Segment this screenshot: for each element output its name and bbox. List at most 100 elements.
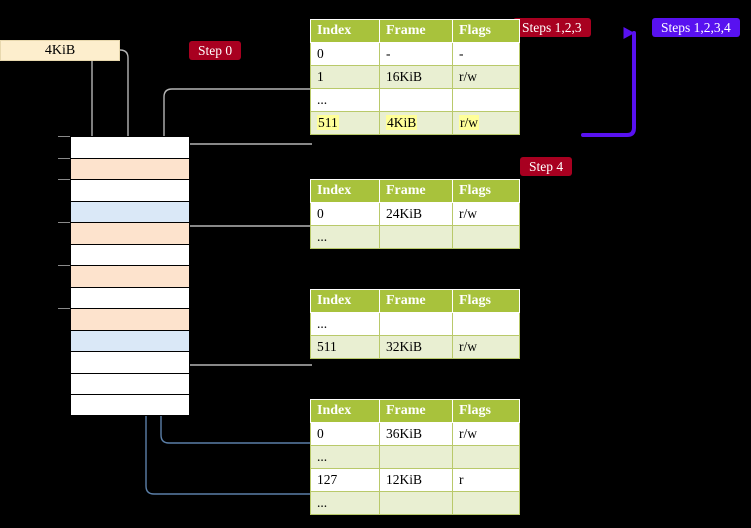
memory-frame-8 xyxy=(70,308,190,330)
wire-l2-row511 xyxy=(172,314,312,366)
cell-frame xyxy=(379,225,453,249)
badge-steps-1234: Steps 1,2,3,4 xyxy=(652,18,740,37)
highlight-mark: 4KiB xyxy=(386,115,418,130)
cell-flags: r/w xyxy=(452,65,520,89)
column-header-index: Index xyxy=(310,399,380,423)
cell-index: 1 xyxy=(310,65,380,89)
cell-index: 0 xyxy=(310,422,380,446)
cell-flags: - xyxy=(452,42,520,66)
wire-l3-row0 xyxy=(178,225,312,268)
column-header-flags: Flags xyxy=(452,19,520,43)
column-header-index: Index xyxy=(310,179,380,203)
table-row: ... xyxy=(310,225,520,249)
cell-frame xyxy=(379,445,453,469)
cell-flags: r/w xyxy=(452,335,520,359)
cell-flags xyxy=(452,88,520,112)
cell-frame xyxy=(379,491,453,515)
cell-index: ... xyxy=(310,88,380,112)
table-header-row: Index Frame Flags xyxy=(310,179,520,203)
table-header-row: Index Frame Flags xyxy=(310,289,520,313)
frame-tick-0 xyxy=(58,136,70,137)
cell-index: ... xyxy=(310,225,380,249)
frame-tick-6 xyxy=(58,265,70,266)
memory-frame-9 xyxy=(70,329,190,351)
column-header-flags: Flags xyxy=(452,179,520,203)
highlight-mark: 511 xyxy=(317,115,339,130)
cell-flags xyxy=(452,491,520,515)
column-header-index: Index xyxy=(310,19,380,43)
cell-frame: 16KiB xyxy=(379,65,453,89)
badge-step-4: Step 4 xyxy=(520,157,573,176)
physical-memory-column xyxy=(58,136,190,416)
cell-index: 0 xyxy=(310,42,380,66)
table-row: ... xyxy=(310,88,520,112)
memory-frame-6 xyxy=(70,265,190,287)
table-row: 0-- xyxy=(310,42,520,66)
cell-frame xyxy=(379,88,453,112)
table-header-row: Index Frame Flags xyxy=(310,399,520,423)
cell-frame: 32KiB xyxy=(379,335,453,359)
memory-frame-7 xyxy=(70,286,190,308)
memory-frame-5 xyxy=(70,243,190,265)
cell-frame xyxy=(379,312,453,336)
cell-index: 0 xyxy=(310,202,380,226)
arrow-steps-1234 xyxy=(581,27,636,137)
memory-frame-10 xyxy=(70,351,190,373)
frame-tick-8 xyxy=(58,308,70,309)
memory-frame-4 xyxy=(70,222,190,244)
table-row: 511 4KiB r/w xyxy=(310,111,520,135)
cell-frame: 12KiB xyxy=(379,468,453,492)
cell-index: 511 xyxy=(310,111,380,135)
frame-tick-4 xyxy=(58,222,70,223)
cell-flags: r xyxy=(452,468,520,492)
memory-frame-12 xyxy=(70,394,190,416)
cell-index: 127 xyxy=(310,468,380,492)
memory-frame-11 xyxy=(70,372,190,394)
memory-frame-0 xyxy=(70,136,190,158)
column-header-frame: Frame xyxy=(379,179,453,203)
cell-index: ... xyxy=(310,445,380,469)
cell-frame: 4KiB xyxy=(379,111,453,135)
frame-tick-2 xyxy=(58,179,70,180)
cell-flags xyxy=(452,445,520,469)
column-header-flags: Flags xyxy=(452,289,520,313)
badge-steps-123: Steps 1,2,3 xyxy=(513,18,591,37)
cell-frame: 36KiB xyxy=(379,422,453,446)
column-header-flags: Flags xyxy=(452,399,520,423)
frame-tick-1 xyxy=(58,157,70,159)
wire-l4-row511 xyxy=(172,143,312,160)
cell-frame: 24KiB xyxy=(379,202,453,226)
cell-frame: - xyxy=(379,42,453,66)
cell-flags xyxy=(452,312,520,336)
column-header-index: Index xyxy=(310,289,380,313)
column-header-frame: Frame xyxy=(379,19,453,43)
highlight-mark: r/w xyxy=(459,115,479,130)
badge-step-0: Step 0 xyxy=(189,41,242,60)
table-row: ... xyxy=(310,312,520,336)
table-header-row: Index Frame Flags xyxy=(310,19,520,43)
frame-size-label: 4KiB xyxy=(0,40,120,61)
cell-flags: r/w xyxy=(452,111,520,135)
memory-frame-3 xyxy=(70,200,190,222)
table-row: ... xyxy=(310,445,520,469)
column-header-frame: Frame xyxy=(379,399,453,423)
cell-index: ... xyxy=(310,491,380,515)
cell-flags xyxy=(452,225,520,249)
memory-frame-1 xyxy=(70,157,190,179)
cell-flags: r/w xyxy=(452,202,520,226)
column-header-frame: Frame xyxy=(379,289,453,313)
table-row: ... xyxy=(310,491,520,515)
cell-flags: r/w xyxy=(452,422,520,446)
